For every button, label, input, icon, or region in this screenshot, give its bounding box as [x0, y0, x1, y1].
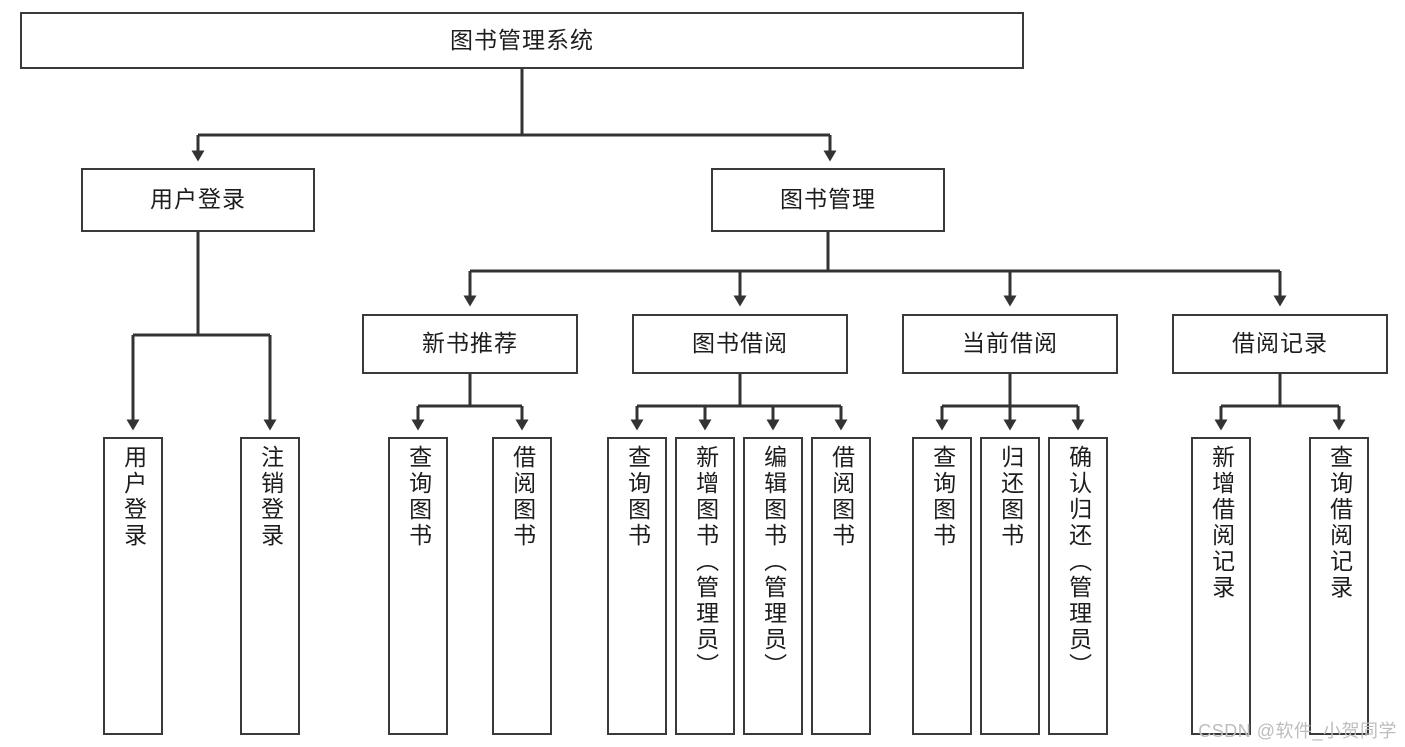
- node-label: 确认归还（管理员）: [1065, 445, 1092, 679]
- node-label: 查询借阅记录: [1326, 445, 1353, 601]
- node-leaf-borrow-book[interactable]: 借阅图书: [811, 437, 871, 735]
- node-leaf-query-book-borrow[interactable]: 查询图书: [607, 437, 667, 735]
- node-label: 借阅图书: [509, 445, 536, 549]
- node-label: 借阅记录: [1232, 330, 1328, 357]
- node-label: 用户登录: [150, 186, 246, 213]
- node-user-login[interactable]: 用户登录: [81, 168, 315, 232]
- node-label: 注销登录: [257, 445, 284, 549]
- node-leaf-edit-book[interactable]: 编辑图书（管理员）: [743, 437, 803, 735]
- node-label: 查询图书: [405, 445, 432, 549]
- node-new-book-recommend[interactable]: 新书推荐: [362, 314, 578, 374]
- node-leaf-user-logout[interactable]: 注销登录: [240, 437, 300, 735]
- node-label: 新增图书（管理员）: [692, 445, 719, 679]
- node-current-borrow[interactable]: 当前借阅: [902, 314, 1118, 374]
- watermark-text: CSDN @软件_小贺同学: [1198, 721, 1397, 741]
- node-borrow-record[interactable]: 借阅记录: [1172, 314, 1388, 374]
- node-leaf-query-borrow-record[interactable]: 查询借阅记录: [1309, 437, 1369, 735]
- node-label: 新书推荐: [422, 330, 518, 357]
- node-book-manage[interactable]: 图书管理: [711, 168, 945, 232]
- node-label: 借阅图书: [828, 445, 855, 549]
- node-label: 新增借阅记录: [1208, 445, 1235, 601]
- node-label: 用户登录: [120, 445, 147, 549]
- node-label: 当前借阅: [962, 330, 1058, 357]
- node-leaf-user-login[interactable]: 用户登录: [103, 437, 163, 735]
- node-leaf-borrow-book-recommend[interactable]: 借阅图书: [492, 437, 552, 735]
- node-leaf-add-borrow-record[interactable]: 新增借阅记录: [1191, 437, 1251, 735]
- node-book-borrow[interactable]: 图书借阅: [632, 314, 848, 374]
- node-leaf-query-book-recommend[interactable]: 查询图书: [388, 437, 448, 735]
- node-label: 图书管理: [780, 186, 876, 213]
- node-label: 编辑图书（管理员）: [760, 445, 787, 679]
- node-label: 图书管理系统: [450, 26, 594, 53]
- node-label: 查询图书: [929, 445, 956, 549]
- node-label: 归还图书: [997, 445, 1024, 549]
- node-label: 图书借阅: [692, 330, 788, 357]
- node-leaf-query-book-current[interactable]: 查询图书: [912, 437, 972, 735]
- node-leaf-return-book[interactable]: 归还图书: [980, 437, 1040, 735]
- node-leaf-confirm-return[interactable]: 确认归还（管理员）: [1048, 437, 1108, 735]
- node-leaf-add-book[interactable]: 新增图书（管理员）: [675, 437, 735, 735]
- node-label: 查询图书: [624, 445, 651, 549]
- node-root-book-management-system[interactable]: 图书管理系统: [20, 12, 1024, 69]
